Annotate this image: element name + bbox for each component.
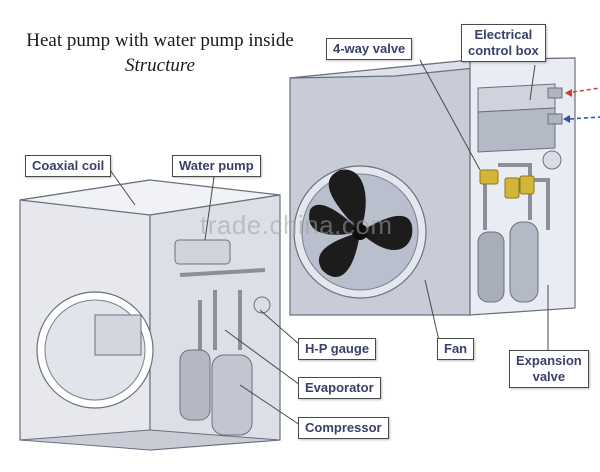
compressor-right <box>477 231 505 303</box>
label-electrical-line1: Electrical <box>474 27 533 42</box>
label-electrical-line2: control box <box>468 43 539 58</box>
label-evaporator: Evaporator <box>298 377 381 399</box>
label-compressor: Compressor <box>298 417 389 439</box>
indoor-unit <box>19 179 281 451</box>
leader-lines <box>109 59 549 426</box>
label-hp-gauge: H-P gauge <box>298 338 377 360</box>
outdoor-unit <box>289 57 576 316</box>
label-expansion-valve: Expansion valve <box>509 350 589 388</box>
label-expansion-line1: Expansion <box>516 353 582 368</box>
label-water-pump: Water pump <box>172 155 261 177</box>
water-arrows <box>563 87 600 123</box>
label-electrical-control-box: Electrical control box <box>461 24 546 62</box>
electrical-box <box>477 107 556 153</box>
gauge <box>253 296 271 314</box>
watermark: trade.china.com <box>200 210 393 240</box>
fan-blades <box>309 169 413 278</box>
label-fan: Fan <box>437 338 475 360</box>
label-expansion-line2: valve <box>532 369 566 384</box>
diagram-subtitle: Structure <box>124 55 195 76</box>
label-4-way-valve: 4-way valve <box>326 38 413 60</box>
water-pump <box>174 239 231 265</box>
compressor-left <box>211 354 253 436</box>
label-coaxial-coil: Coaxial coil <box>25 155 112 177</box>
diagram-title: Heat pump with water pump inside <box>26 30 294 51</box>
